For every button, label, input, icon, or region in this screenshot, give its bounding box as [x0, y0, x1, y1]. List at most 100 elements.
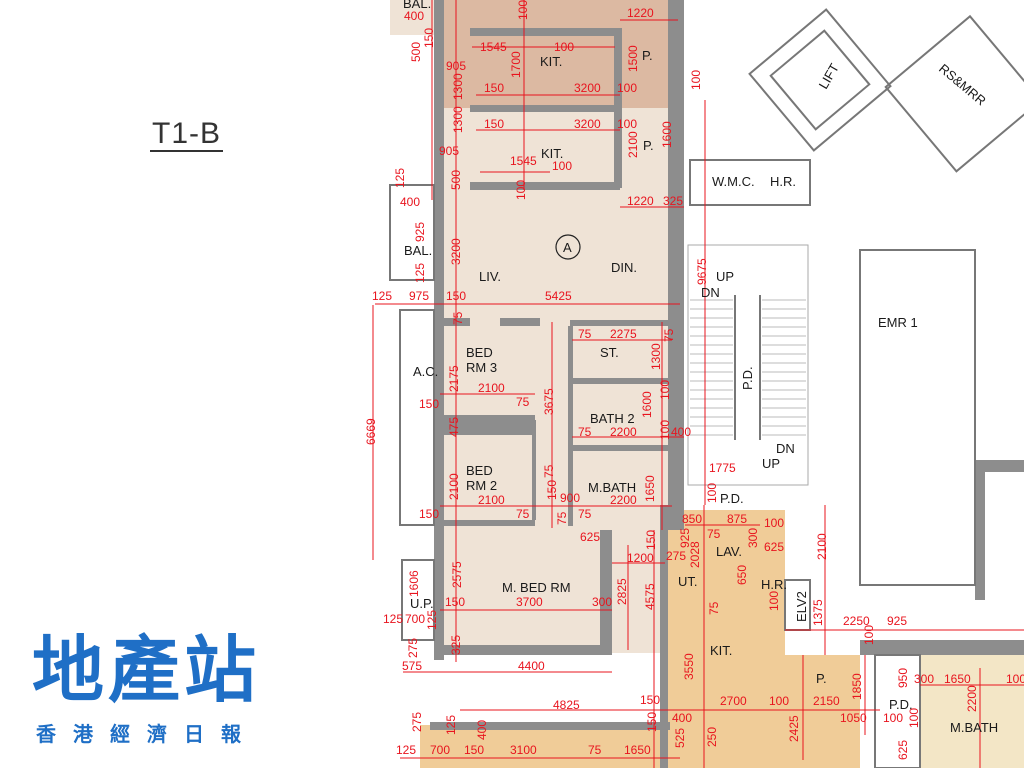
lower-unit-area — [420, 725, 670, 768]
room-label: UP — [762, 456, 780, 471]
dimension-label: 75 — [578, 327, 592, 341]
dimension-label: 125 — [425, 610, 439, 630]
dimension-label: 1650 — [643, 475, 657, 502]
dimension-label: 100 — [516, 0, 530, 20]
stair-area — [687, 244, 809, 486]
room-label: M. BED RM — [502, 580, 571, 595]
dimension-label: 100 — [1006, 672, 1024, 686]
dimension-label: 3700 — [516, 595, 543, 609]
dimension-label: 575 — [402, 659, 422, 673]
dimension-label: 4575 — [643, 583, 657, 610]
dimension-label: 75 — [542, 464, 556, 478]
room-label: DN — [776, 441, 795, 456]
dimension-label: 1300 — [451, 73, 465, 100]
room-label: M.BATH — [950, 720, 998, 735]
room-label: RM 2 — [466, 478, 497, 493]
room-label: ST. — [600, 345, 619, 360]
dimension-label: 1600 — [660, 121, 674, 148]
dimension-label: 125 — [444, 715, 458, 735]
building-core-outlines — [389, 8, 1024, 768]
dimension-label: 1606 — [407, 570, 421, 597]
dimension-label: 300 — [914, 672, 934, 686]
dimension-label: 325 — [449, 635, 463, 655]
room-label: DN — [701, 285, 720, 300]
dimension-label: 2700 — [720, 694, 747, 708]
dimension-label: 700 — [405, 612, 425, 626]
dimension-label: 100 — [769, 694, 789, 708]
dimension-label: 150 — [645, 712, 659, 732]
room-label: U.P. — [410, 596, 434, 611]
dimension-label: 1545 — [510, 154, 537, 168]
dimension-label: 2275 — [610, 327, 637, 341]
dimension-label: 500 — [449, 170, 463, 190]
room-label: ELV2 — [794, 591, 809, 622]
dimension-label: 2200 — [965, 685, 979, 712]
adjacent-unit-area-2 — [785, 655, 860, 768]
dimension-label: 150 — [446, 289, 466, 303]
dimension-label: 150 — [640, 693, 660, 707]
dimension-label: 1050 — [840, 711, 867, 725]
dimension-label: 100 — [862, 625, 876, 645]
dimension-label: 1500 — [626, 45, 640, 72]
dimension-label: 100 — [658, 380, 672, 400]
dimension-label: 2250 — [843, 614, 870, 628]
dimension-label: 5425 — [545, 289, 572, 303]
dimension-label: 75 — [662, 328, 676, 342]
dimension-label: 1300 — [649, 343, 663, 370]
room-label: P.D. — [740, 366, 755, 390]
dimension-label: 2100 — [815, 533, 829, 560]
room-label: H.R. — [761, 577, 787, 592]
room-label: LIV. — [479, 269, 501, 284]
dimension-label: 3675 — [542, 388, 556, 415]
dimension-label: 625 — [580, 530, 600, 544]
dimension-label: 625 — [896, 740, 910, 760]
dimension-label: 100 — [907, 708, 921, 728]
dimension-label: 1300 — [451, 106, 465, 133]
dimension-label: 950 — [896, 668, 910, 688]
dimension-label: 400 — [671, 425, 691, 439]
dimension-label: 100 — [883, 711, 903, 725]
room-label: P. — [643, 138, 654, 153]
unit-marker-circle — [555, 234, 581, 260]
room-label: LAV. — [716, 544, 742, 559]
adjacent-unit-bath — [920, 655, 1024, 768]
dimension-label: 1200 — [627, 551, 654, 565]
dimension-label: 150 — [445, 595, 465, 609]
dimension-label: 400 — [475, 720, 489, 740]
dimension-label: 2150 — [813, 694, 840, 708]
dimension-label: 275 — [666, 549, 686, 563]
dimension-label: 3550 — [682, 653, 696, 680]
dimension-label: 400 — [672, 711, 692, 725]
dimension-label: 4825 — [553, 698, 580, 712]
dimension-label: 250 — [705, 727, 719, 747]
dimension-label: 150 — [644, 530, 658, 550]
dimension-label: 125 — [383, 612, 403, 626]
dimension-label: 125 — [413, 263, 427, 283]
dimension-label: 75 — [578, 425, 592, 439]
dimension-label: 905 — [446, 59, 466, 73]
dimension-label: 475 — [447, 417, 461, 437]
dimension-label: 100 — [689, 70, 703, 90]
dimension-label: 500 — [409, 42, 423, 62]
dimension-label: 300 — [746, 528, 760, 548]
room-label: KIT. — [540, 54, 562, 69]
dimension-label: 2100 — [447, 473, 461, 500]
dimension-label: 2575 — [450, 561, 464, 588]
dimension-label: 3100 — [510, 743, 537, 757]
dimension-label: 125 — [372, 289, 392, 303]
dimension-label: 1700 — [509, 51, 523, 78]
dimension-label: 650 — [735, 565, 749, 585]
dimension-label: 75 — [578, 507, 592, 521]
room-label: H.R. — [770, 174, 796, 189]
dimension-label: 100 — [617, 81, 637, 95]
room-label: M.BATH — [588, 480, 636, 495]
dimension-label: 75 — [555, 511, 569, 525]
dimension-label: 6669 — [364, 418, 378, 445]
dimension-label: 100 — [767, 591, 781, 611]
dimension-label: 100 — [705, 483, 719, 503]
room-label: BATH 2 — [590, 411, 635, 426]
dimension-label: 2425 — [787, 715, 801, 742]
dimension-label: 2100 — [478, 493, 505, 507]
room-label: W.M.C. — [712, 174, 755, 189]
dimension-label: 975 — [409, 289, 429, 303]
